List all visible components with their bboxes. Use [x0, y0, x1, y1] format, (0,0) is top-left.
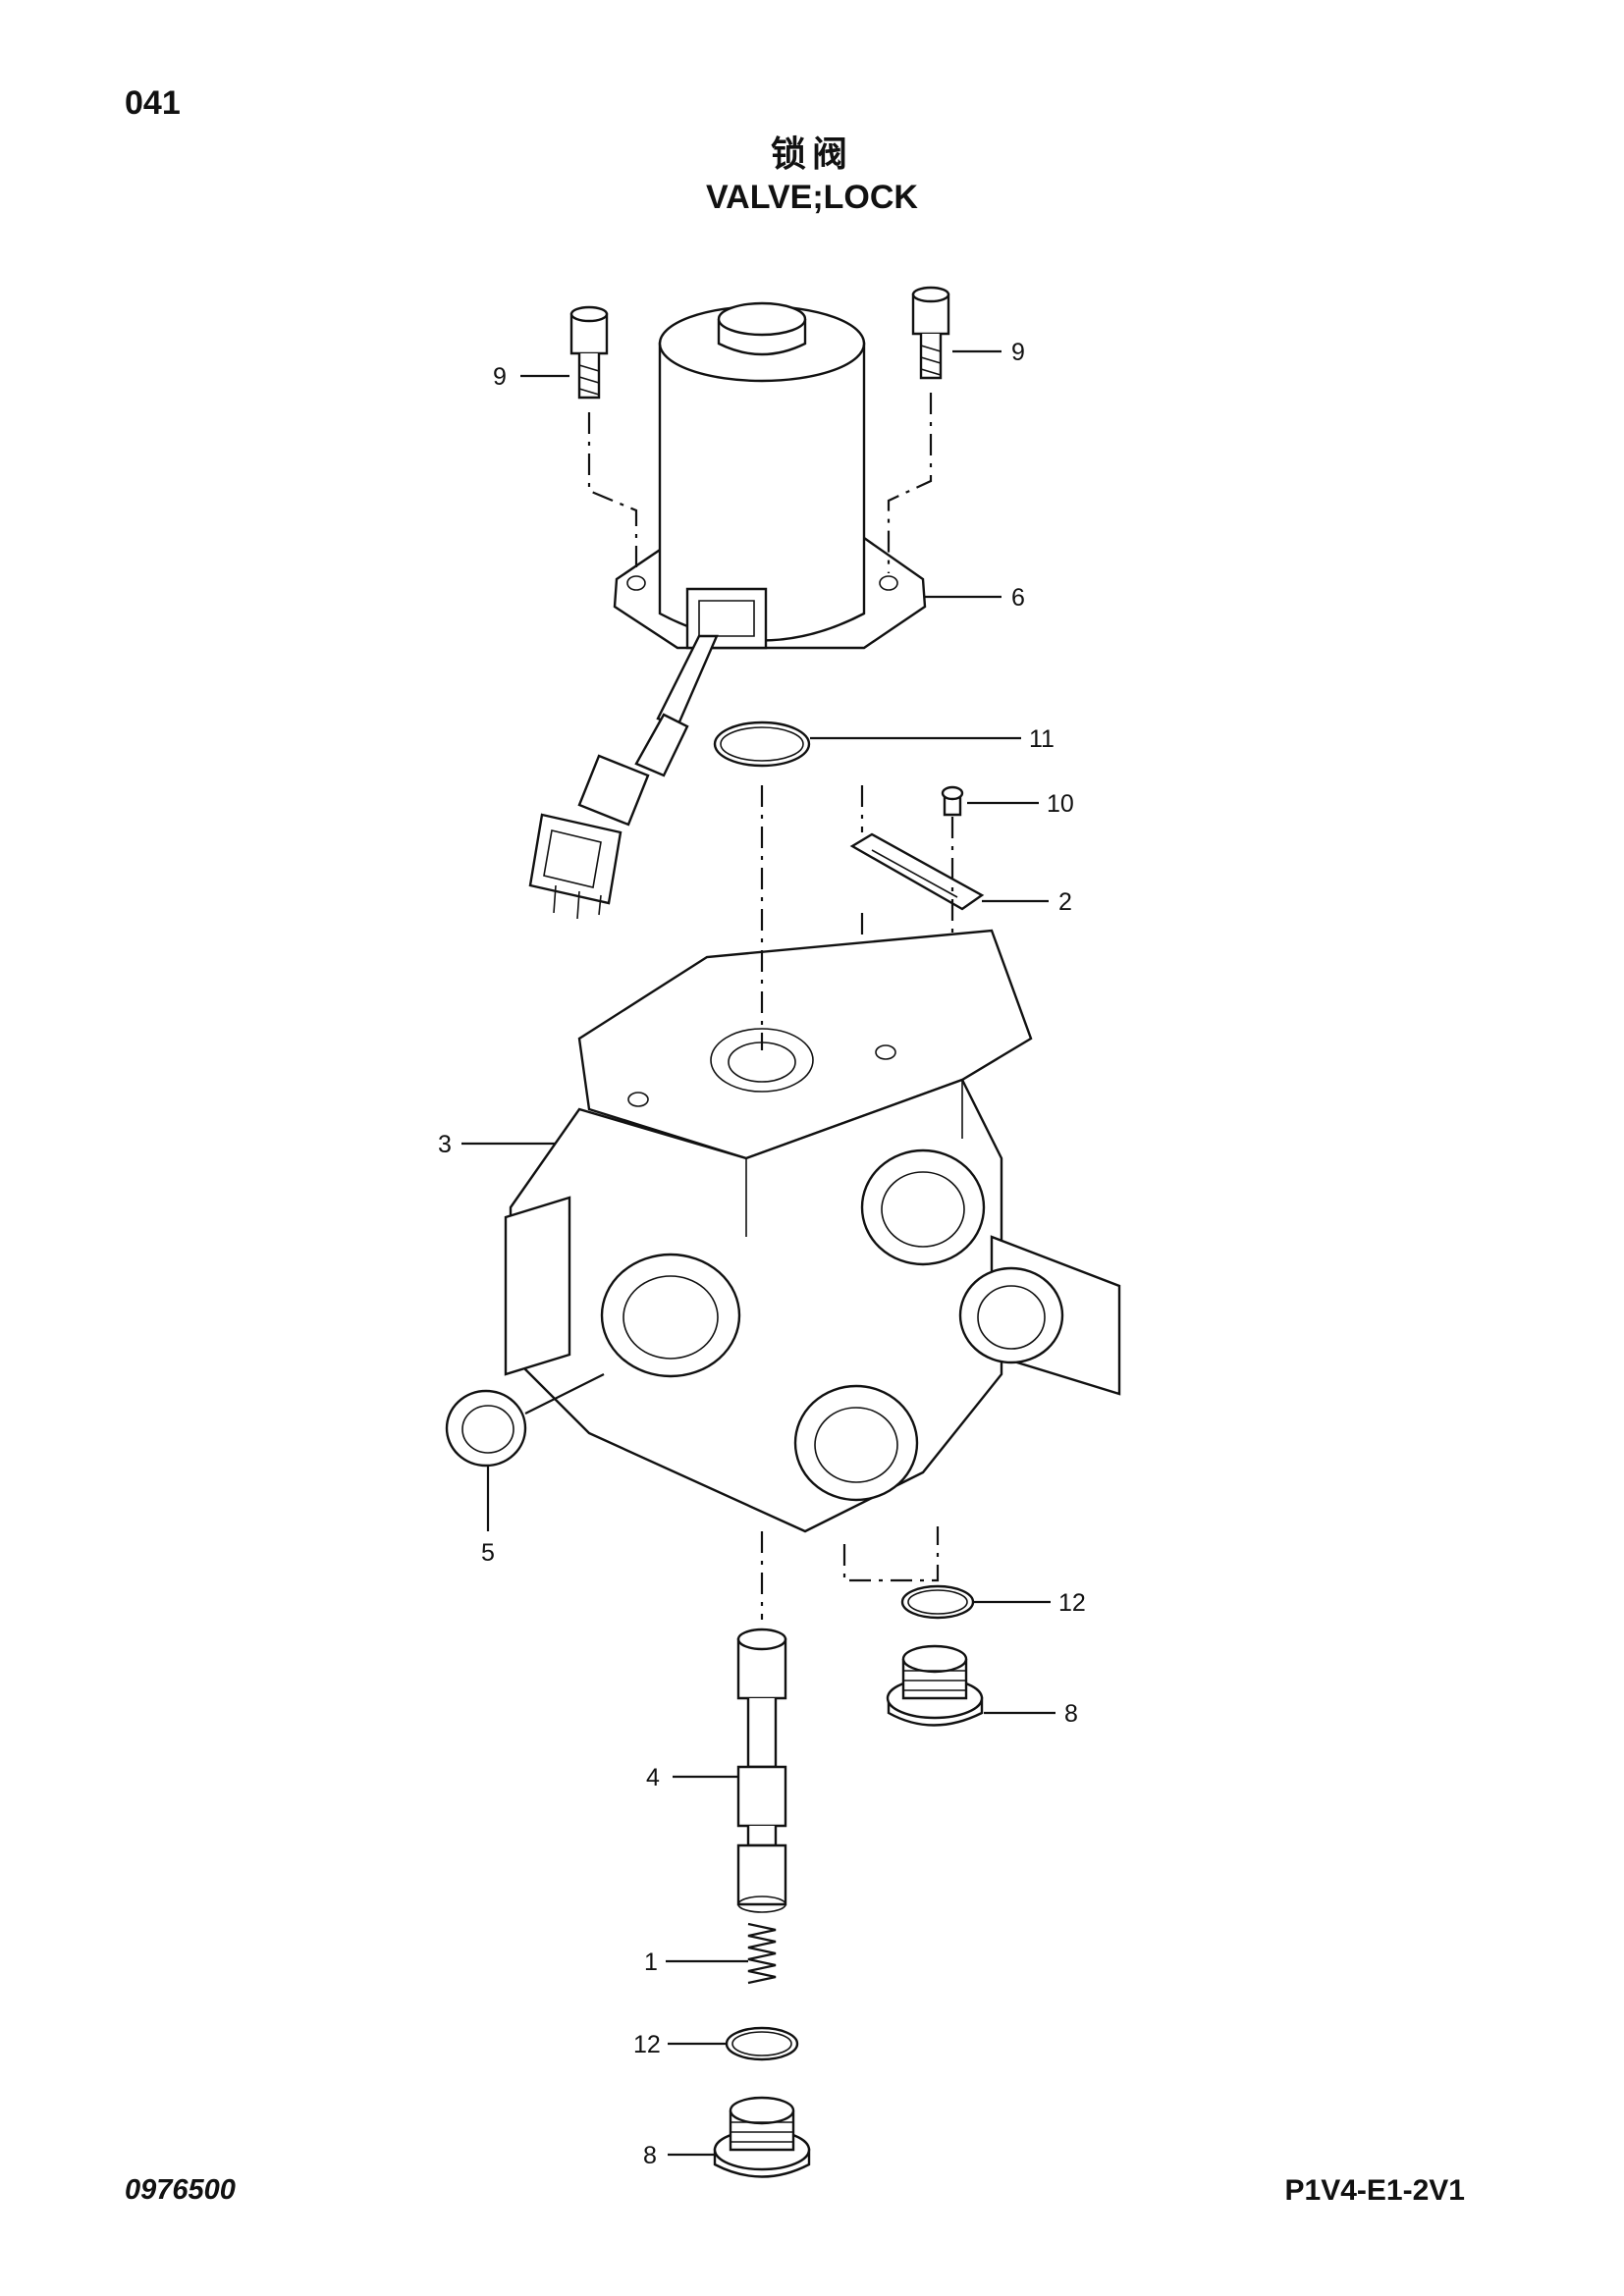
bolt-right-part: [911, 286, 950, 380]
plug-8-bottom-part: [713, 2096, 811, 2178]
solenoid-part: [613, 301, 927, 650]
title-chinese: 锁阀: [770, 134, 853, 175]
callout-oring-right: 12: [1058, 1589, 1086, 1617]
oring-11-part: [713, 721, 811, 768]
valve-body-part: [504, 929, 1121, 1533]
callout-spring: 1: [644, 1949, 658, 1976]
title-english: VALVE;LOCK: [706, 179, 918, 216]
callout-screw: 10: [1047, 790, 1074, 818]
plug-8-right-part: [886, 1644, 984, 1727]
screw-part: [941, 785, 964, 817]
document-code: 0976500: [125, 2174, 236, 2206]
callout-oring-bottom: 12: [633, 2031, 661, 2058]
callout-spool: 4: [646, 1764, 660, 1791]
callout-plug-right: 8: [1064, 1700, 1078, 1728]
callout-body: 3: [438, 1131, 452, 1158]
callout-plug-side: 5: [481, 1539, 495, 1567]
figure-code: P1V4-E1-2V1: [1284, 2174, 1465, 2207]
spool-part: [736, 1628, 787, 1913]
solenoid-cable: [528, 634, 719, 920]
callout-solenoid: 6: [1011, 584, 1025, 612]
bolt-left-part: [569, 305, 609, 400]
page-number: 041: [125, 84, 181, 122]
spring-part: [747, 1922, 777, 1985]
callout-bolt-right: 9: [1011, 339, 1025, 366]
callout-plug-bottom: 8: [643, 2142, 657, 2169]
plate-part: [849, 832, 985, 911]
callout-oring-top: 11: [1029, 725, 1055, 753]
callout-plate: 2: [1058, 888, 1072, 916]
callout-bolt-left: 9: [493, 363, 507, 391]
leader-lines: [461, 349, 1056, 2157]
